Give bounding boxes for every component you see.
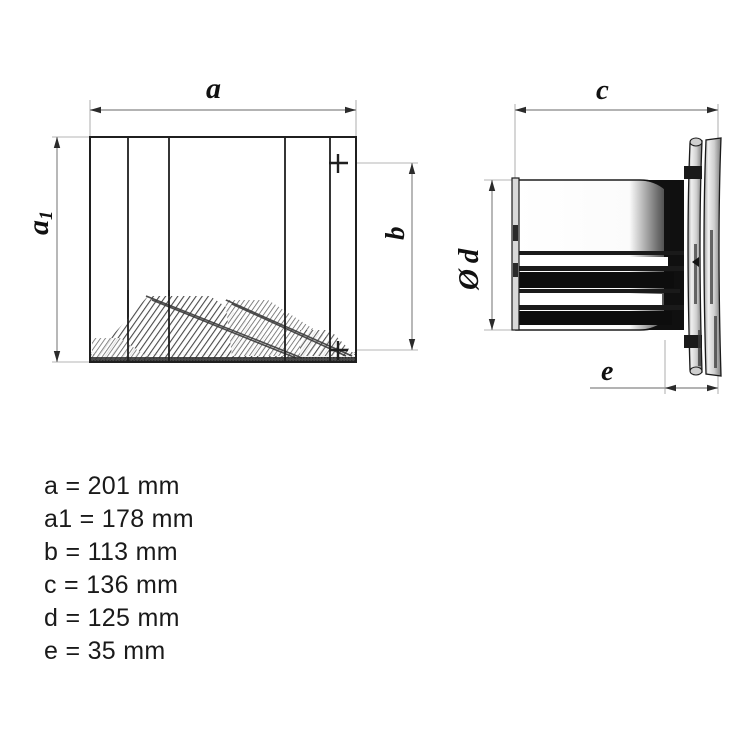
side-view-gap xyxy=(684,178,687,334)
dimension-label-a1: a1 xyxy=(22,210,58,235)
dimension-label-c: c xyxy=(596,74,609,106)
side-view-left-flange xyxy=(511,177,520,331)
side-view-louvre-bands xyxy=(512,251,684,325)
dimension-label-b: b xyxy=(380,226,410,241)
dimension-label-d-letter: d xyxy=(453,248,485,264)
side-view-front-cover xyxy=(684,137,722,377)
legend-row-a: a = 201 mm xyxy=(44,472,180,500)
legend-row-c: c = 136 mm xyxy=(44,571,179,599)
front-view-group xyxy=(52,100,418,363)
measurement-legend: a = 201 mm a1 = 178 mm b = 113 mm c = 13… xyxy=(44,470,384,668)
dimension-label-d: Ø d xyxy=(453,248,485,290)
legend-row-b: b = 113 mm xyxy=(44,538,178,566)
mounting-cross-icon-top xyxy=(329,154,348,173)
dimension-label-a1-subscript: 1 xyxy=(36,210,58,220)
dimension-label-a: a xyxy=(206,72,221,105)
dimension-label-e: e xyxy=(601,356,614,387)
side-view-group xyxy=(484,104,722,394)
dimension-label-a1-base: a xyxy=(22,220,55,235)
dimension-line-e xyxy=(590,384,718,392)
dimension-line-c xyxy=(515,106,718,114)
dimension-line-b xyxy=(408,163,416,350)
diameter-symbol-icon: Ø xyxy=(453,269,485,290)
dimension-line-d xyxy=(488,180,496,330)
dimension-line-a xyxy=(90,106,356,114)
legend-row-d: d = 125 mm xyxy=(44,604,180,632)
dimension-line-a1 xyxy=(53,137,61,362)
legend-row-e: e = 35 mm xyxy=(44,637,166,665)
legend-row-a1: a1 = 178 mm xyxy=(44,505,194,533)
mounting-cross-icon-bottom xyxy=(329,341,348,360)
front-view-body-outline xyxy=(89,136,357,363)
